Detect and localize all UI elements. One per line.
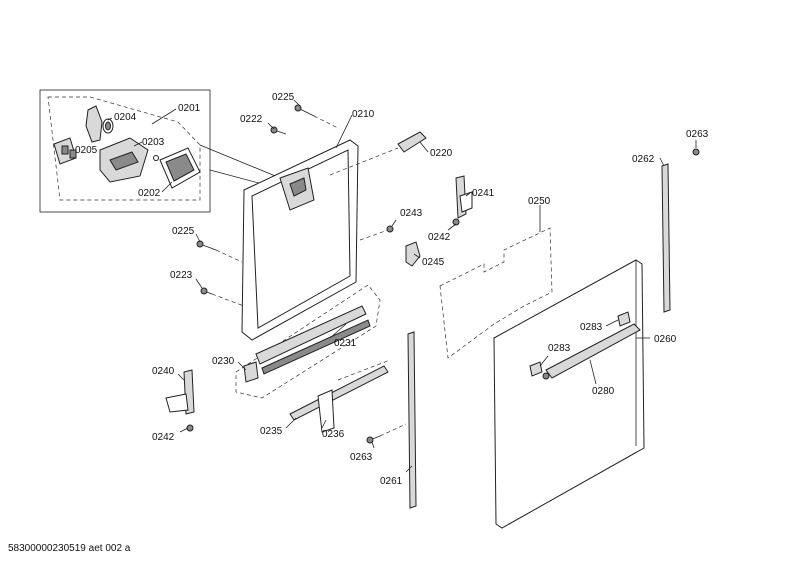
control-module-part [99, 137, 159, 183]
detail-inset [39, 89, 286, 213]
label-0201: 0201 [178, 103, 201, 114]
label-0241: 0241 [472, 188, 495, 199]
label-0205: 0205 [75, 145, 98, 156]
part-labels: 0201 0204 0203 0205 0202 0210 0225 0222 … [75, 92, 709, 487]
label-0222: 0222 [240, 114, 263, 125]
label-0235: 0235 [260, 426, 283, 437]
door-latch-part [329, 131, 427, 176]
label-0260: 0260 [654, 334, 677, 345]
label-0283-left: 0283 [548, 343, 571, 354]
screw-0263-top [692, 148, 700, 156]
screw-0263-bottom [366, 423, 407, 444]
screw-0225-top [294, 104, 339, 129]
label-0231: 0231 [334, 338, 357, 349]
insulation-panel-part [439, 227, 553, 359]
label-0236: 0236 [322, 429, 345, 440]
label-0280: 0280 [592, 386, 615, 397]
label-0245: 0245 [422, 257, 445, 268]
leader-lines [70, 99, 697, 473]
label-0250: 0250 [528, 196, 551, 207]
label-0240: 0240 [152, 366, 175, 377]
bottom-trim-part [235, 284, 381, 399]
document-id-footer: 58300000230519 aet 002 a [8, 543, 131, 554]
screw-0222 [270, 126, 287, 135]
label-0261: 0261 [380, 476, 403, 487]
label-0242-right: 0242 [428, 232, 451, 243]
label-0223: 0223 [170, 270, 193, 281]
bumper-part [405, 241, 421, 267]
label-0210: 0210 [352, 109, 375, 120]
screw-0225-left [196, 240, 243, 263]
label-0263-bottom: 0263 [350, 452, 373, 463]
exploded-parts-diagram: 0201 0204 0203 0205 0202 0210 0225 0222 … [39, 89, 709, 529]
screw-0243 [359, 225, 394, 241]
label-0225-left: 0225 [172, 226, 195, 237]
inner-door-panel-part [241, 139, 359, 341]
door-handle-part [542, 323, 641, 380]
label-0220: 0220 [430, 148, 453, 159]
label-0262: 0262 [632, 154, 655, 165]
hinge-left-part [165, 369, 195, 432]
hinge-right-part [452, 175, 473, 226]
label-0230: 0230 [212, 356, 235, 367]
label-0204: 0204 [114, 112, 137, 123]
side-strip-right-part [661, 163, 671, 313]
label-0283-right: 0283 [580, 322, 603, 333]
screw-0223 [200, 287, 245, 307]
label-0203: 0203 [142, 137, 165, 148]
label-0263-top: 0263 [686, 129, 709, 140]
label-0202: 0202 [138, 188, 161, 199]
display-frame-part [159, 147, 201, 189]
support-bar-part [289, 359, 391, 433]
label-0243: 0243 [400, 208, 423, 219]
label-0242-left: 0242 [152, 432, 175, 443]
outer-door-panel-part [493, 259, 645, 529]
control-bracket-part [85, 105, 114, 143]
handle-pin-right [617, 311, 631, 327]
handle-pin-left [529, 361, 543, 377]
cover-plate-part [53, 137, 77, 165]
label-0225-top: 0225 [272, 92, 295, 103]
side-strip-left-part [407, 331, 417, 509]
